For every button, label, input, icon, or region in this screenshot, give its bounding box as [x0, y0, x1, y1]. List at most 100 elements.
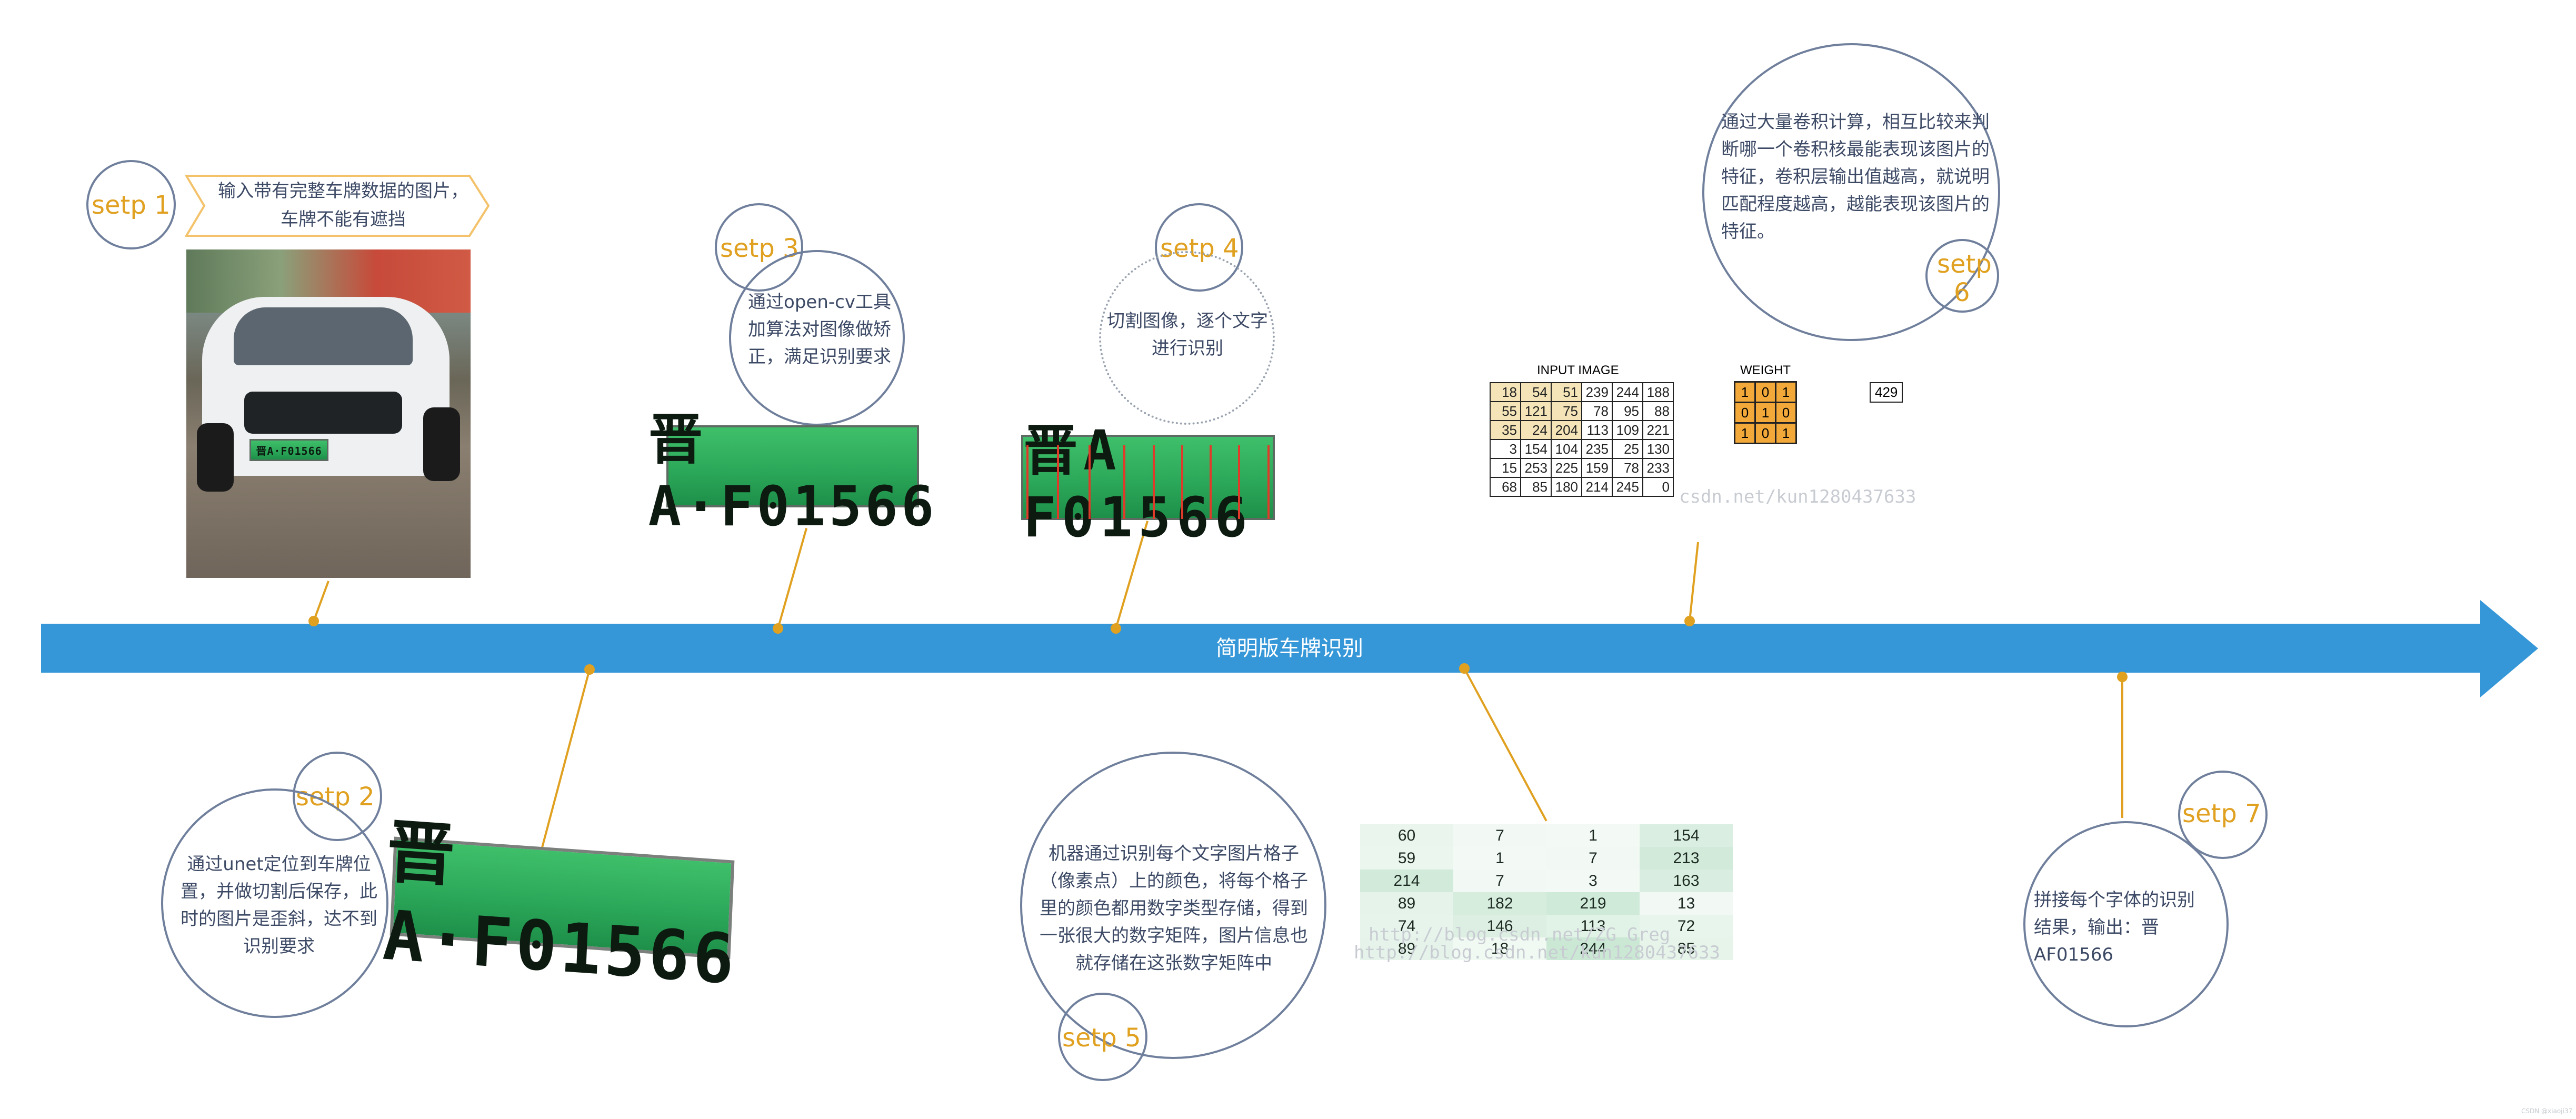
- pixel-matrix-cell: 74: [1360, 915, 1453, 937]
- step4-text: 切割图像，逐个文字进行识别: [1107, 311, 1268, 359]
- step1-circle: [86, 160, 176, 249]
- input-matrix-cell: 55: [1490, 401, 1521, 421]
- input-matrix-cell: 244: [1612, 382, 1643, 402]
- step4-plate-segmented: 晋A F01566: [1021, 418, 1275, 549]
- pixel-matrix-cell: 213: [1640, 847, 1733, 870]
- pixel-matrix-cell: 72: [1640, 915, 1733, 937]
- input-matrix-cell: 233: [1642, 458, 1674, 478]
- step6-label-line1: setp: [1937, 249, 1992, 279]
- timeline-marker-dot: [1459, 663, 1470, 674]
- input-matrix-cell: 225: [1551, 458, 1582, 478]
- pixel-matrix-cell: 7: [1453, 824, 1546, 847]
- timeline-marker-dot: [2117, 672, 2128, 682]
- step1-callout-line2: 车牌不能有遮挡: [281, 209, 406, 230]
- input-matrix-cell: 95: [1612, 401, 1643, 421]
- weight-kernel-cell: 0: [1754, 422, 1776, 444]
- pixel-matrix-cell: 7: [1546, 847, 1640, 870]
- input-matrix-cell: 154: [1520, 439, 1552, 459]
- step7-label: setp 7: [2182, 799, 2261, 828]
- step6-circle: [1925, 239, 1999, 313]
- input-matrix-cell: 88: [1642, 401, 1674, 421]
- pixel-matrix-cell: 1: [1453, 847, 1546, 870]
- timeline-marker-dot: [773, 623, 783, 634]
- input-matrix-cell: 204: [1551, 420, 1582, 440]
- conv-output: 429: [1870, 382, 1903, 403]
- input-matrix-cell: 159: [1581, 458, 1613, 478]
- pixel-matrix-cell: 89: [1360, 937, 1453, 960]
- step2-text: 通过unet定位到车牌位置，并做切割后保存，此时的图片是歪斜，达不到识别要求: [181, 854, 377, 957]
- pixel-matrix-cell: 244: [1546, 937, 1640, 960]
- input-matrix-cell: 25: [1612, 439, 1643, 459]
- pixel-matrix-cell: 214: [1360, 870, 1453, 892]
- input-matrix-cell: 15: [1490, 458, 1521, 478]
- weight-kernel-cell: 1: [1734, 381, 1756, 403]
- timeline-title: 简明版车牌识别: [1216, 636, 1363, 661]
- pixel-matrix-cell: 182: [1453, 892, 1546, 915]
- pixel-matrix-cell: 1: [1546, 824, 1640, 847]
- timeline-marker-dot: [308, 616, 319, 626]
- pixel-matrix-cell: 89: [1360, 892, 1453, 915]
- input-matrix-cell: 51: [1551, 382, 1582, 402]
- weight-title: WEIGHT: [1740, 363, 1791, 377]
- step2-text-circle: [161, 788, 388, 1018]
- input-matrix-cell: 68: [1490, 477, 1521, 497]
- input-matrix-cell: 3: [1490, 439, 1521, 459]
- input-matrix-cell: 109: [1612, 420, 1643, 440]
- corner-watermark: CSDN @xiaoji37: [2521, 1107, 2573, 1115]
- step4-text-circle: [1099, 251, 1275, 425]
- pixel-matrix-cell: 60: [1360, 824, 1453, 847]
- input-matrix-cell: 214: [1581, 477, 1613, 497]
- step-connector: [777, 528, 807, 629]
- pixel-matrix-cell: 7: [1453, 870, 1546, 892]
- step2-plate-skewed: 晋A·F01566: [381, 811, 739, 1000]
- step6-label-line2: 6: [1954, 278, 1970, 307]
- step-connector: [1463, 668, 1547, 822]
- input-matrix-cell: 78: [1612, 458, 1643, 478]
- step6-text-circle: [1702, 43, 2000, 341]
- input-matrix-cell: 78: [1581, 401, 1613, 421]
- pixel-matrix-cell: 154: [1640, 824, 1733, 847]
- pixel-matrix-cell: 13: [1640, 892, 1733, 915]
- pixel-matrix-cell: 146: [1453, 915, 1546, 937]
- timeline-marker-dot: [1684, 616, 1695, 626]
- step5-text-circle: [1020, 752, 1326, 1059]
- step-connector: [2121, 677, 2123, 818]
- input-matrix-cell: 113: [1581, 420, 1613, 440]
- car-license-plate: 晋A·F01566: [249, 439, 328, 461]
- step5-circle: [1058, 993, 1147, 1081]
- input-matrix-cell: 245: [1612, 477, 1643, 497]
- step6-text: 通过大量卷积计算，相互比较来判断哪一个卷积核最能表现该图片的特征，卷积层输出值越…: [1721, 112, 1990, 242]
- input-matrix-cell: 221: [1642, 420, 1674, 440]
- timeline-marker-dot: [1111, 623, 1121, 634]
- input-matrix-cell: 0: [1642, 477, 1674, 497]
- pixel-matrix-cell: 163: [1640, 870, 1733, 892]
- pixel-matrix-cell: 59: [1360, 847, 1453, 870]
- input-matrix-cell: 75: [1551, 401, 1582, 421]
- step3-text: 通过open-cv工具加算法对图像做矫正，满足识别要求: [748, 292, 891, 367]
- weight-kernel-cell: 0: [1775, 402, 1797, 424]
- step-connector: [1689, 542, 1699, 622]
- pixel-matrix-cell: 219: [1546, 892, 1640, 915]
- step1-label: setp 1: [92, 191, 171, 220]
- car-wheel-left: [197, 423, 234, 492]
- pixel-matrix-cell: 113: [1546, 915, 1640, 937]
- step3-text-circle: [729, 250, 905, 426]
- step4-segment-lines: [1026, 445, 1270, 519]
- weight-kernel-cell: 1: [1754, 402, 1776, 424]
- step1-callout-shape: [185, 175, 490, 237]
- input-matrix-cell: 180: [1551, 477, 1582, 497]
- step5-watermark-a: http://blog.csdn.net/kun1280437633: [1354, 942, 1720, 963]
- weight-kernel-cell: 0: [1734, 402, 1756, 424]
- weight-kernel-cell: 1: [1775, 422, 1797, 444]
